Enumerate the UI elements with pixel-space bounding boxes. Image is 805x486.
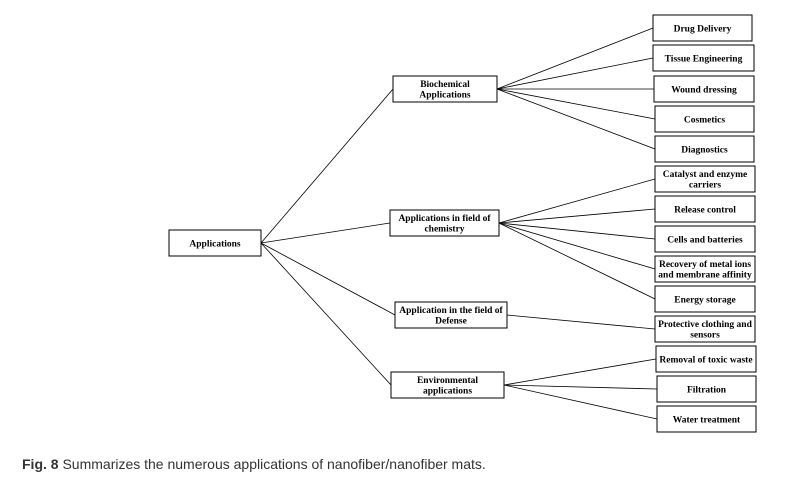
edge-def-to-prot (506, 314, 656, 330)
node-water: Water treatment (656, 405, 757, 433)
edge-chem-to-rel (498, 208, 656, 224)
edge-bio-to-cosm (496, 88, 656, 120)
node-box-toxic (655, 345, 757, 373)
figure-label: Fig. 8 (22, 456, 59, 472)
edge-bio-to-diag (496, 88, 656, 150)
diagram-nodes: ApplicationsBiochemicalApplicationsAppli… (168, 14, 757, 433)
edge-chem-to-cat (498, 178, 656, 224)
edge-root-to-def (260, 242, 396, 316)
node-box-water (656, 405, 757, 433)
node-drug: Drug Delivery (652, 14, 753, 42)
node-box-bio (392, 75, 498, 103)
edge-root-to-bio (260, 88, 394, 244)
figure-caption-text: Summarizes the numerous applications of … (62, 456, 486, 472)
node-box-def (394, 301, 508, 329)
node-box-wound (653, 75, 755, 103)
node-box-drug (652, 14, 753, 42)
node-label-toxic-line-1: Removal of toxic waste (659, 355, 752, 365)
node-label-cat-line-2: carriers (689, 181, 721, 191)
node-label-drug-line-1: Drug Delivery (674, 24, 732, 34)
edge-env-to-toxic (503, 358, 657, 386)
node-label-chem-line-2: chemistry (424, 225, 464, 235)
node-label-prot-line-1: Protective clothing and (658, 320, 752, 330)
node-label-cat-line-1: Catalyst and enzyme (663, 170, 747, 180)
edge-env-to-water (503, 384, 658, 420)
node-label-rel-line-1: Release control (674, 205, 736, 215)
node-label-prot-line-2: sensors (690, 331, 720, 341)
node-label-chem-line-1: Applications in field of (398, 214, 491, 224)
node-root: Applications (168, 229, 262, 257)
node-label-cells-line-1: Cells and batteries (667, 235, 743, 245)
node-box-rel (654, 195, 756, 223)
node-label-energy-line-1: Energy storage (674, 295, 735, 305)
edge-chem-to-rec (498, 222, 656, 270)
node-toxic: Removal of toxic waste (655, 345, 757, 373)
node-box-tissue (652, 44, 755, 72)
node-box-energy (654, 285, 756, 313)
edge-chem-to-cells (498, 222, 656, 240)
node-cosm: Cosmetics (654, 105, 755, 133)
edge-bio-to-tissue (496, 57, 654, 90)
node-label-wound-line-1: Wound dressing (671, 85, 737, 95)
node-wound: Wound dressing (653, 75, 755, 103)
node-label-def-line-1: Application in the field of (399, 306, 503, 316)
node-cells: Cells and batteries (654, 225, 756, 253)
node-box-prot (654, 315, 756, 343)
node-rel: Release control (654, 195, 756, 223)
node-box-cat (654, 165, 756, 193)
node-label-bio-line-2: Applications (419, 91, 471, 101)
node-box-env (390, 371, 505, 399)
node-label-cosm-line-1: Cosmetics (684, 115, 725, 125)
edge-env-to-filt (503, 384, 658, 390)
node-diag: Diagnostics (654, 135, 755, 163)
node-label-env-line-1: Environmental (417, 376, 478, 386)
edge-root-to-chem (260, 222, 391, 244)
node-filt: Filtration (656, 375, 757, 403)
node-label-diag-line-1: Diagnostics (681, 145, 728, 155)
node-box-diag (654, 135, 755, 163)
node-energy: Energy storage (654, 285, 756, 313)
node-label-bio-line-1: Biochemical (420, 80, 470, 90)
node-box-filt (656, 375, 757, 403)
node-box-cells (654, 225, 756, 253)
edge-bio-to-drug (496, 27, 654, 90)
node-box-cosm (654, 105, 755, 133)
figure-caption: Fig. 8 Summarizes the numerous applicati… (22, 456, 486, 472)
edge-chem-to-energy (498, 222, 656, 300)
node-label-water-line-1: Water treatment (673, 415, 741, 425)
node-label-env-line-2: applications (423, 387, 472, 397)
diagram-edges (260, 27, 658, 420)
node-label-root-line-1: Applications (189, 239, 241, 249)
node-box-rec (654, 255, 756, 283)
node-tissue: Tissue Engineering (652, 44, 755, 72)
node-label-rec-line-2: and membrane affinity (658, 271, 752, 281)
edge-root-to-env (260, 242, 392, 386)
node-box-chem (389, 209, 500, 237)
node-box-root (168, 229, 262, 257)
node-label-rec-line-1: Recovery of metal ions (659, 260, 751, 270)
node-label-def-line-2: Defense (435, 317, 467, 327)
node-label-filt-line-1: Filtration (687, 385, 727, 395)
node-label-tissue-line-1: Tissue Engineering (665, 54, 743, 64)
